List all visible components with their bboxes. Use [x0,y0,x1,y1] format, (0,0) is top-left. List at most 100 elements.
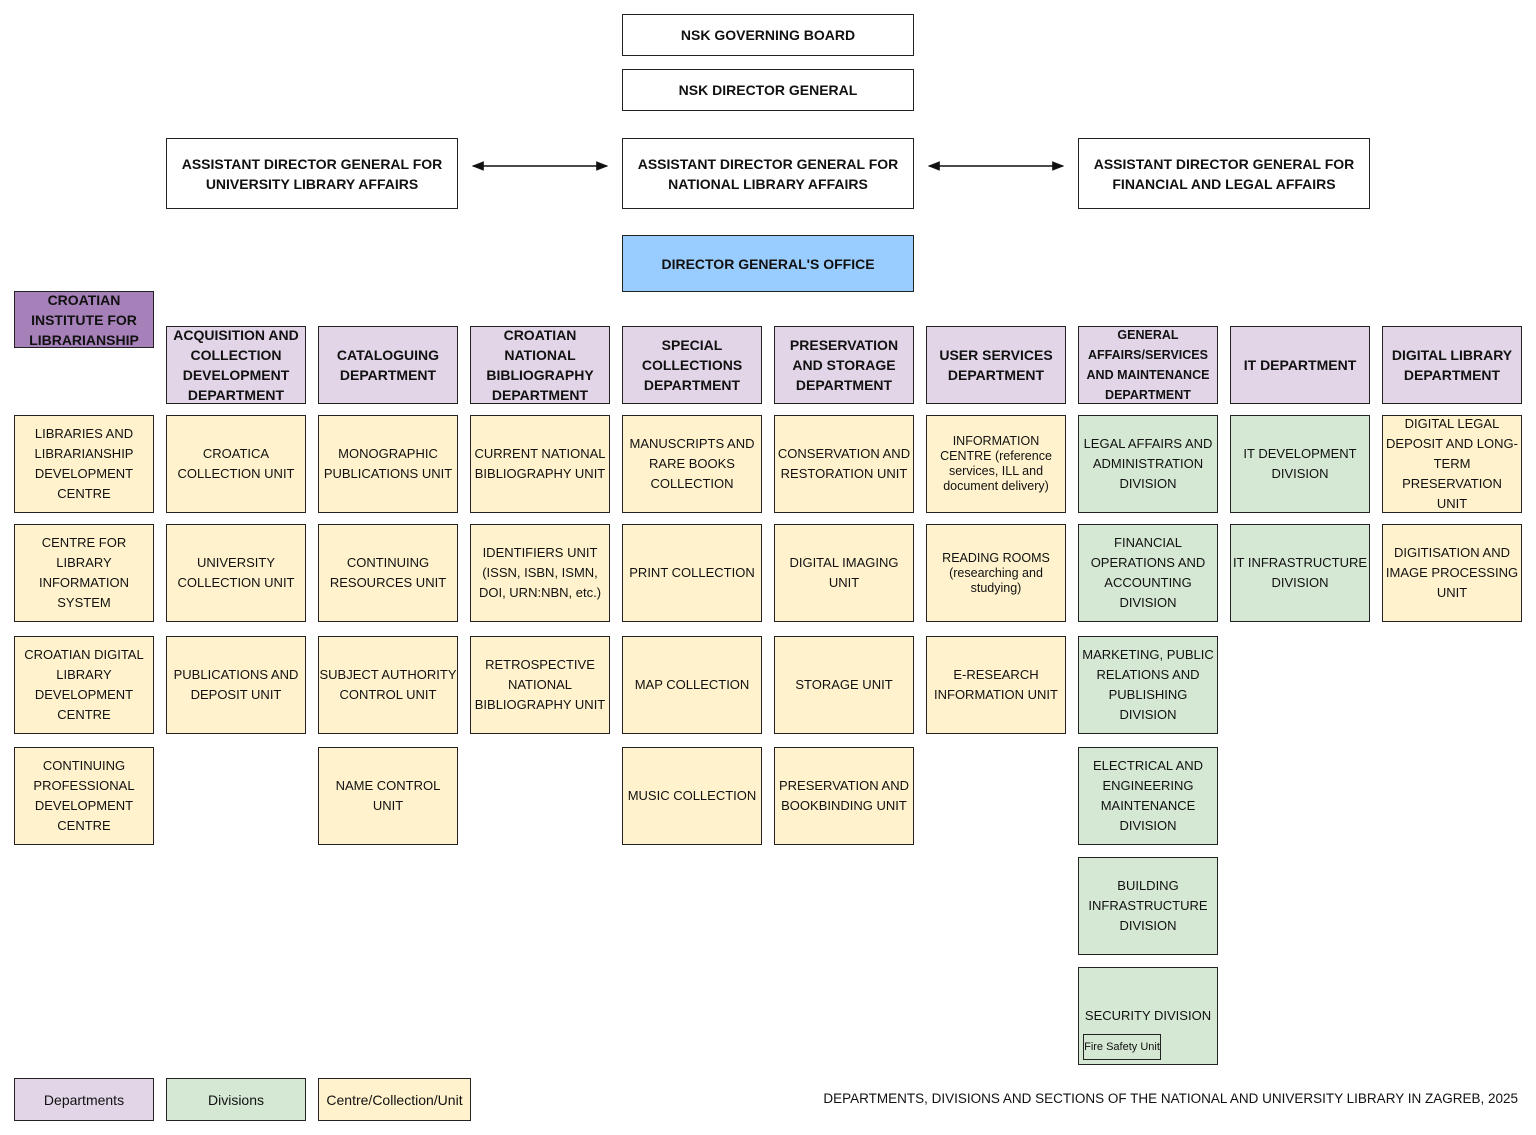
unit-label: SUBJECT AUTHORITY CONTROL UNIT [319,667,457,702]
legend-departments-label: Departments [43,1091,125,1108]
security-division-box: SECURITY DIVISION Fire Safety Unit [1078,967,1218,1065]
department-header-cataloguing: CATALOGUING DEPARTMENT [318,326,458,404]
division-label: MARKETING, PUBLIC RELATIONS AND PUBLISHI… [1082,647,1214,722]
division-box: IT DEVELOPMENT DIVISION [1230,415,1370,513]
unit-box: CROATIAN DIGITAL LIBRARY DEVELOPMENT CEN… [14,636,154,734]
assistant-national-label: ASSISTANT DIRECTOR GENERAL FOR NATIONAL … [637,155,899,192]
legend-divisions-label: Divisions [207,1091,264,1108]
unit-box: PRINT COLLECTION [622,524,762,622]
unit-box: STORAGE UNIT [774,636,914,734]
unit-label: STORAGE UNIT [795,677,893,692]
unit-label: INFORMATION CENTRE (reference services, … [940,434,1052,493]
director-office-box: DIRECTOR GENERAL'S OFFICE [622,235,914,292]
unit-box: MONOGRAPHIC PUBLICATIONS UNIT [318,415,458,513]
governing-board-label: NSK GOVERNING BOARD [680,27,856,43]
unit-label: CONTINUING PROFESSIONAL DEVELOPMENT CENT… [33,758,135,833]
unit-label: PRESERVATION AND BOOKBINDING UNIT [778,778,910,813]
director-general-label: NSK DIRECTOR GENERAL [678,82,858,98]
assistant-financial-label: ASSISTANT DIRECTOR GENERAL FOR FINANCIAL… [1093,155,1355,192]
department-header-label: ACQUISITION AND COLLECTION DEVELOPMENT D… [173,327,299,403]
department-header-preservation: PRESERVATION AND STORAGE DEPARTMENT [774,326,914,404]
unit-box: CENTRE FOR LIBRARY INFORMATION SYSTEM [14,524,154,622]
department-header-acquisition: ACQUISITION AND COLLECTION DEVELOPMENT D… [166,326,306,404]
division-box: IT INFRASTRUCTURE DIVISION [1230,524,1370,622]
department-header-user-services: USER SERVICES DEPARTMENT [926,326,1066,404]
unit-box: DIGITISATION AND IMAGE PROCESSING UNIT [1382,524,1522,622]
division-label: BUILDING INFRASTRUCTURE DIVISION [1088,878,1208,933]
chart-caption: DEPARTMENTS, DIVISIONS AND SECTIONS OF T… [823,1091,1518,1106]
unit-label: CONSERVATION AND RESTORATION UNIT [777,446,911,481]
unit-label: DIGITAL LEGAL DEPOSIT AND LONG- TERM PRE… [1386,416,1518,511]
department-header-label: SPECIAL COLLECTIONS DEPARTMENT [641,337,743,393]
assistant-national-box: ASSISTANT DIRECTOR GENERAL FOR NATIONAL … [622,138,914,209]
unit-box: CONTINUING PROFESSIONAL DEVELOPMENT CENT… [14,747,154,845]
unit-label: E-RESEARCH INFORMATION UNIT [934,667,1058,702]
unit-box: E-RESEARCH INFORMATION UNIT [926,636,1066,734]
department-header-digital-library: DIGITAL LIBRARY DEPARTMENT [1382,326,1522,404]
director-office-label: DIRECTOR GENERAL'S OFFICE [661,255,875,272]
division-label: IT DEVELOPMENT DIVISION [1243,446,1357,481]
division-box: FINANCIAL OPERATIONS AND ACCOUNTING DIVI… [1078,524,1218,622]
unit-label: DIGITISATION AND IMAGE PROCESSING UNIT [1385,545,1519,600]
department-header-it: IT DEPARTMENT [1230,326,1370,404]
unit-box: MUSIC COLLECTION [622,747,762,845]
unit-box: DIGITAL IMAGING UNIT [774,524,914,622]
fire-safety-unit: Fire Safety Unit [1083,1034,1161,1060]
governing-board-box: NSK GOVERNING BOARD [622,14,914,56]
division-label: ELECTRICAL AND ENGINEERING MAINTENANCE D… [1092,758,1204,833]
legend-divisions: Divisions [166,1078,306,1121]
department-header-label: DIGITAL LIBRARY DEPARTMENT [1391,347,1513,383]
unit-label: LIBRARIES AND LIBRARIANSHIP DEVELOPMENT … [34,426,134,501]
department-header-label: GENERAL AFFAIRS/SERVICES AND MAINTENANCE… [1086,328,1210,402]
division-box: ELECTRICAL AND ENGINEERING MAINTENANCE D… [1078,747,1218,845]
assistant-financial-box: ASSISTANT DIRECTOR GENERAL FOR FINANCIAL… [1078,138,1370,209]
director-general-box: NSK DIRECTOR GENERAL [622,69,914,111]
department-header-label: CATALOGUING DEPARTMENT [336,347,440,383]
unit-box: UNIVERSITY COLLECTION UNIT [166,524,306,622]
department-header-special-collections: SPECIAL COLLECTIONS DEPARTMENT [622,326,762,404]
department-header-label: CROATIAN NATIONAL BIBLIOGRAPHY DEPARTMEN… [486,327,594,403]
unit-label: CROATIAN DIGITAL LIBRARY DEVELOPMENT CEN… [24,647,144,722]
unit-label: MAP COLLECTION [634,677,750,692]
unit-box: INFORMATION CENTRE (reference services, … [926,415,1066,513]
legend-departments: Departments [14,1078,154,1121]
department-header-general-affairs: GENERAL AFFAIRS/SERVICES AND MAINTENANCE… [1078,326,1218,404]
unit-box: MANUSCRIPTS AND RARE BOOKS COLLECTION [622,415,762,513]
department-header-label: IT DEPARTMENT [1243,357,1357,373]
unit-box: DIGITAL LEGAL DEPOSIT AND LONG- TERM PRE… [1382,415,1522,513]
assistant-university-label: ASSISTANT DIRECTOR GENERAL FOR UNIVERSIT… [181,155,443,192]
division-box: LEGAL AFFAIRS AND ADMINISTRATION DIVISIO… [1078,415,1218,513]
unit-box: PRESERVATION AND BOOKBINDING UNIT [774,747,914,845]
department-header-bibliography: CROATIAN NATIONAL BIBLIOGRAPHY DEPARTMEN… [470,326,610,404]
department-header-label: PRESERVATION AND STORAGE DEPARTMENT [789,337,899,393]
croatian-institute-label: CROATIAN INSTITUTE FOR LIBRARIANSHIP [29,291,139,348]
department-header-label: USER SERVICES DEPARTMENT [939,347,1053,383]
unit-box: SUBJECT AUTHORITY CONTROL UNIT [318,636,458,734]
unit-label: CENTRE FOR LIBRARY INFORMATION SYSTEM [38,535,130,610]
unit-label: DIGITAL IMAGING UNIT [789,555,899,590]
unit-label: CURRENT NATIONAL BIBLIOGRAPHY UNIT [474,446,606,481]
unit-label: RETROSPECTIVE NATIONAL BIBLIOGRAPHY UNIT [474,657,606,712]
unit-label: NAME CONTROL UNIT [335,778,441,813]
unit-label: IDENTIFIERS UNIT (ISSN, ISBN, ISMN, DOI,… [478,545,602,600]
unit-label: CROATICA COLLECTION UNIT [177,446,295,481]
unit-box: PUBLICATIONS AND DEPOSIT UNIT [166,636,306,734]
unit-label: MUSIC COLLECTION [627,788,757,803]
division-label: FINANCIAL OPERATIONS AND ACCOUNTING DIVI… [1090,535,1206,610]
unit-box: NAME CONTROL UNIT [318,747,458,845]
croatian-institute-header: CROATIAN INSTITUTE FOR LIBRARIANSHIP [14,291,154,348]
unit-label: CONTINUING RESOURCES UNIT [329,555,447,590]
legend-units: Centre/Collection/Unit [318,1078,471,1121]
unit-label: MANUSCRIPTS AND RARE BOOKS COLLECTION [629,436,755,491]
unit-label: MONOGRAPHIC PUBLICATIONS UNIT [323,446,453,481]
unit-box: MAP COLLECTION [622,636,762,734]
unit-box: CROATICA COLLECTION UNIT [166,415,306,513]
unit-box: LIBRARIES AND LIBRARIANSHIP DEVELOPMENT … [14,415,154,513]
unit-box: READING ROOMS (researching and studying) [926,524,1066,622]
unit-label: UNIVERSITY COLLECTION UNIT [177,555,295,590]
unit-label: READING ROOMS (researching and studying) [942,550,1050,595]
division-label: LEGAL AFFAIRS AND ADMINISTRATION DIVISIO… [1083,436,1213,491]
unit-label: PRINT COLLECTION [629,565,755,580]
division-label: SECURITY DIVISION [1084,1008,1212,1023]
